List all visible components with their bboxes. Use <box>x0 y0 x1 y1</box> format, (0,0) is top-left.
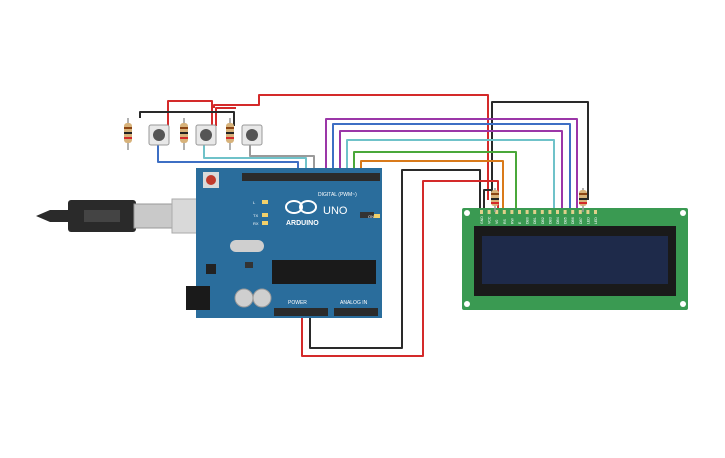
resistor[interactable] <box>180 118 188 150</box>
lcd-pin[interactable] <box>502 210 506 214</box>
wire-red-5v <box>301 180 499 357</box>
wire-red-mid <box>215 107 236 126</box>
lcd-pin[interactable] <box>578 210 582 214</box>
usb-cable-icon[interactable] <box>36 198 201 234</box>
lcd-pin-label: RS <box>503 218 507 224</box>
lcd-pin[interactable] <box>548 210 552 214</box>
lcd-pin[interactable] <box>540 210 544 214</box>
led-rx-label: RX <box>253 221 259 226</box>
on-led-label: ON <box>368 214 374 219</box>
wire-teal <box>346 139 555 210</box>
lcd-pin[interactable] <box>571 210 575 214</box>
pushbutton-2[interactable] <box>195 124 217 146</box>
power-label: POWER <box>288 300 307 306</box>
lcd-pin-label: DB4 <box>556 217 560 224</box>
lcd-pin[interactable] <box>480 210 483 214</box>
lcd-pin-label: E <box>518 221 522 224</box>
digital-header <box>242 173 380 181</box>
resistor[interactable] <box>579 188 587 212</box>
arduino-logo-icon <box>285 200 317 214</box>
lcd-resistors <box>491 188 587 212</box>
wire-purple <box>325 118 578 210</box>
pushbuttons <box>148 124 263 146</box>
wire-teal-btn-2 <box>203 144 307 173</box>
wire-purple-2 <box>339 130 563 210</box>
lcd-pin-label: DB0 <box>526 217 530 224</box>
lcd-pin-label: DB3 <box>548 217 552 224</box>
lcd-screen <box>482 236 668 284</box>
lcd-pin[interactable] <box>594 210 597 214</box>
wire-blue-lcd <box>332 123 571 210</box>
wire-black-ground <box>309 169 481 349</box>
lcd-pin-label: DB7 <box>579 217 583 224</box>
lcd-pin[interactable] <box>495 210 499 214</box>
digital-label: DIGITAL (PWM~) <box>318 192 357 198</box>
lcd-pin-label: LED <box>594 217 598 224</box>
resistor[interactable] <box>226 118 234 150</box>
lcd-pin-label: DB6 <box>571 217 575 224</box>
lcd-pin[interactable] <box>525 210 529 214</box>
wire-orange <box>360 160 504 210</box>
lcd-pin[interactable] <box>563 210 567 214</box>
lcd-pin-label: VCC <box>488 216 492 224</box>
arduino-board[interactable]: ARDUINO UNO DIGITAL (PWM~) POWER ANALOG … <box>186 168 382 318</box>
lcd-pin-label: RW <box>510 218 514 224</box>
led-tx-label: TX <box>253 213 258 218</box>
brand-label: ARDUINO <box>286 220 319 227</box>
lcd-pin[interactable] <box>487 210 491 214</box>
model-label: UNO <box>323 205 348 217</box>
resistor[interactable] <box>491 188 499 212</box>
atmega-chip <box>272 260 376 284</box>
lcd-pin-label: DB2 <box>541 217 545 224</box>
pushbutton-3[interactable] <box>241 124 263 146</box>
wire-black-3 <box>483 189 492 210</box>
wire-blue-btn-1 <box>157 144 299 173</box>
resistor[interactable] <box>124 118 132 150</box>
wire-gray-btn-3 <box>249 144 315 173</box>
wire-red-top <box>167 100 213 126</box>
lcd-pin[interactable] <box>533 210 537 214</box>
lcd-pin[interactable] <box>556 210 559 214</box>
lcd-pin-label: DB5 <box>564 217 568 224</box>
lcd-pin[interactable] <box>586 210 590 214</box>
lcd-pin-label: GND <box>480 216 484 224</box>
pushbutton-1[interactable] <box>148 124 170 146</box>
power-header <box>274 308 328 316</box>
resistors-buttons <box>124 118 234 150</box>
analog-label: ANALOG IN <box>340 300 368 306</box>
lcd-pin[interactable] <box>510 210 514 214</box>
wire-green <box>353 151 517 210</box>
lcd-pin[interactable] <box>518 210 521 214</box>
wire-black-2 <box>139 111 235 126</box>
wires <box>139 94 589 357</box>
analog-header <box>334 308 378 316</box>
led-l-label: L <box>253 200 256 205</box>
lcd-pin-label: DB1 <box>533 217 537 224</box>
wire-red-top-2 <box>213 94 489 200</box>
lcd-pin-label: LED <box>586 217 590 224</box>
lcd-pin-label: V0 <box>495 220 499 224</box>
